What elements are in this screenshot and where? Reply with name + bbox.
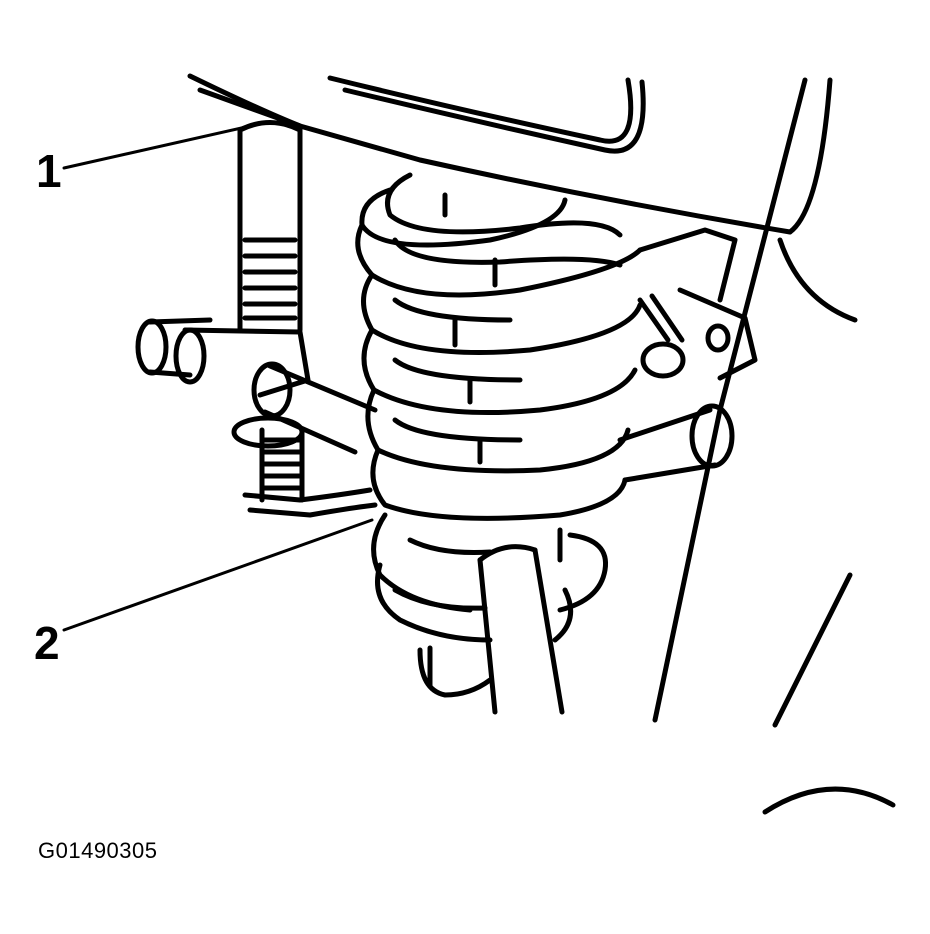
figure-id: G01490305 — [38, 838, 158, 863]
lower-bellows — [371, 512, 609, 698]
spring-compressor-rod — [231, 120, 305, 503]
compressor-crossbar — [135, 317, 735, 518]
callout-label-1: 1 — [36, 145, 62, 197]
leader-line-1 — [62, 120, 270, 170]
callout-label-2: 2 — [34, 617, 60, 669]
strut-shaft — [477, 544, 565, 715]
lower-arc — [762, 786, 896, 815]
coil-spring — [355, 172, 643, 563]
vehicle-body — [187, 73, 858, 323]
leader-line-2 — [62, 518, 374, 632]
leader-lines — [62, 120, 374, 632]
